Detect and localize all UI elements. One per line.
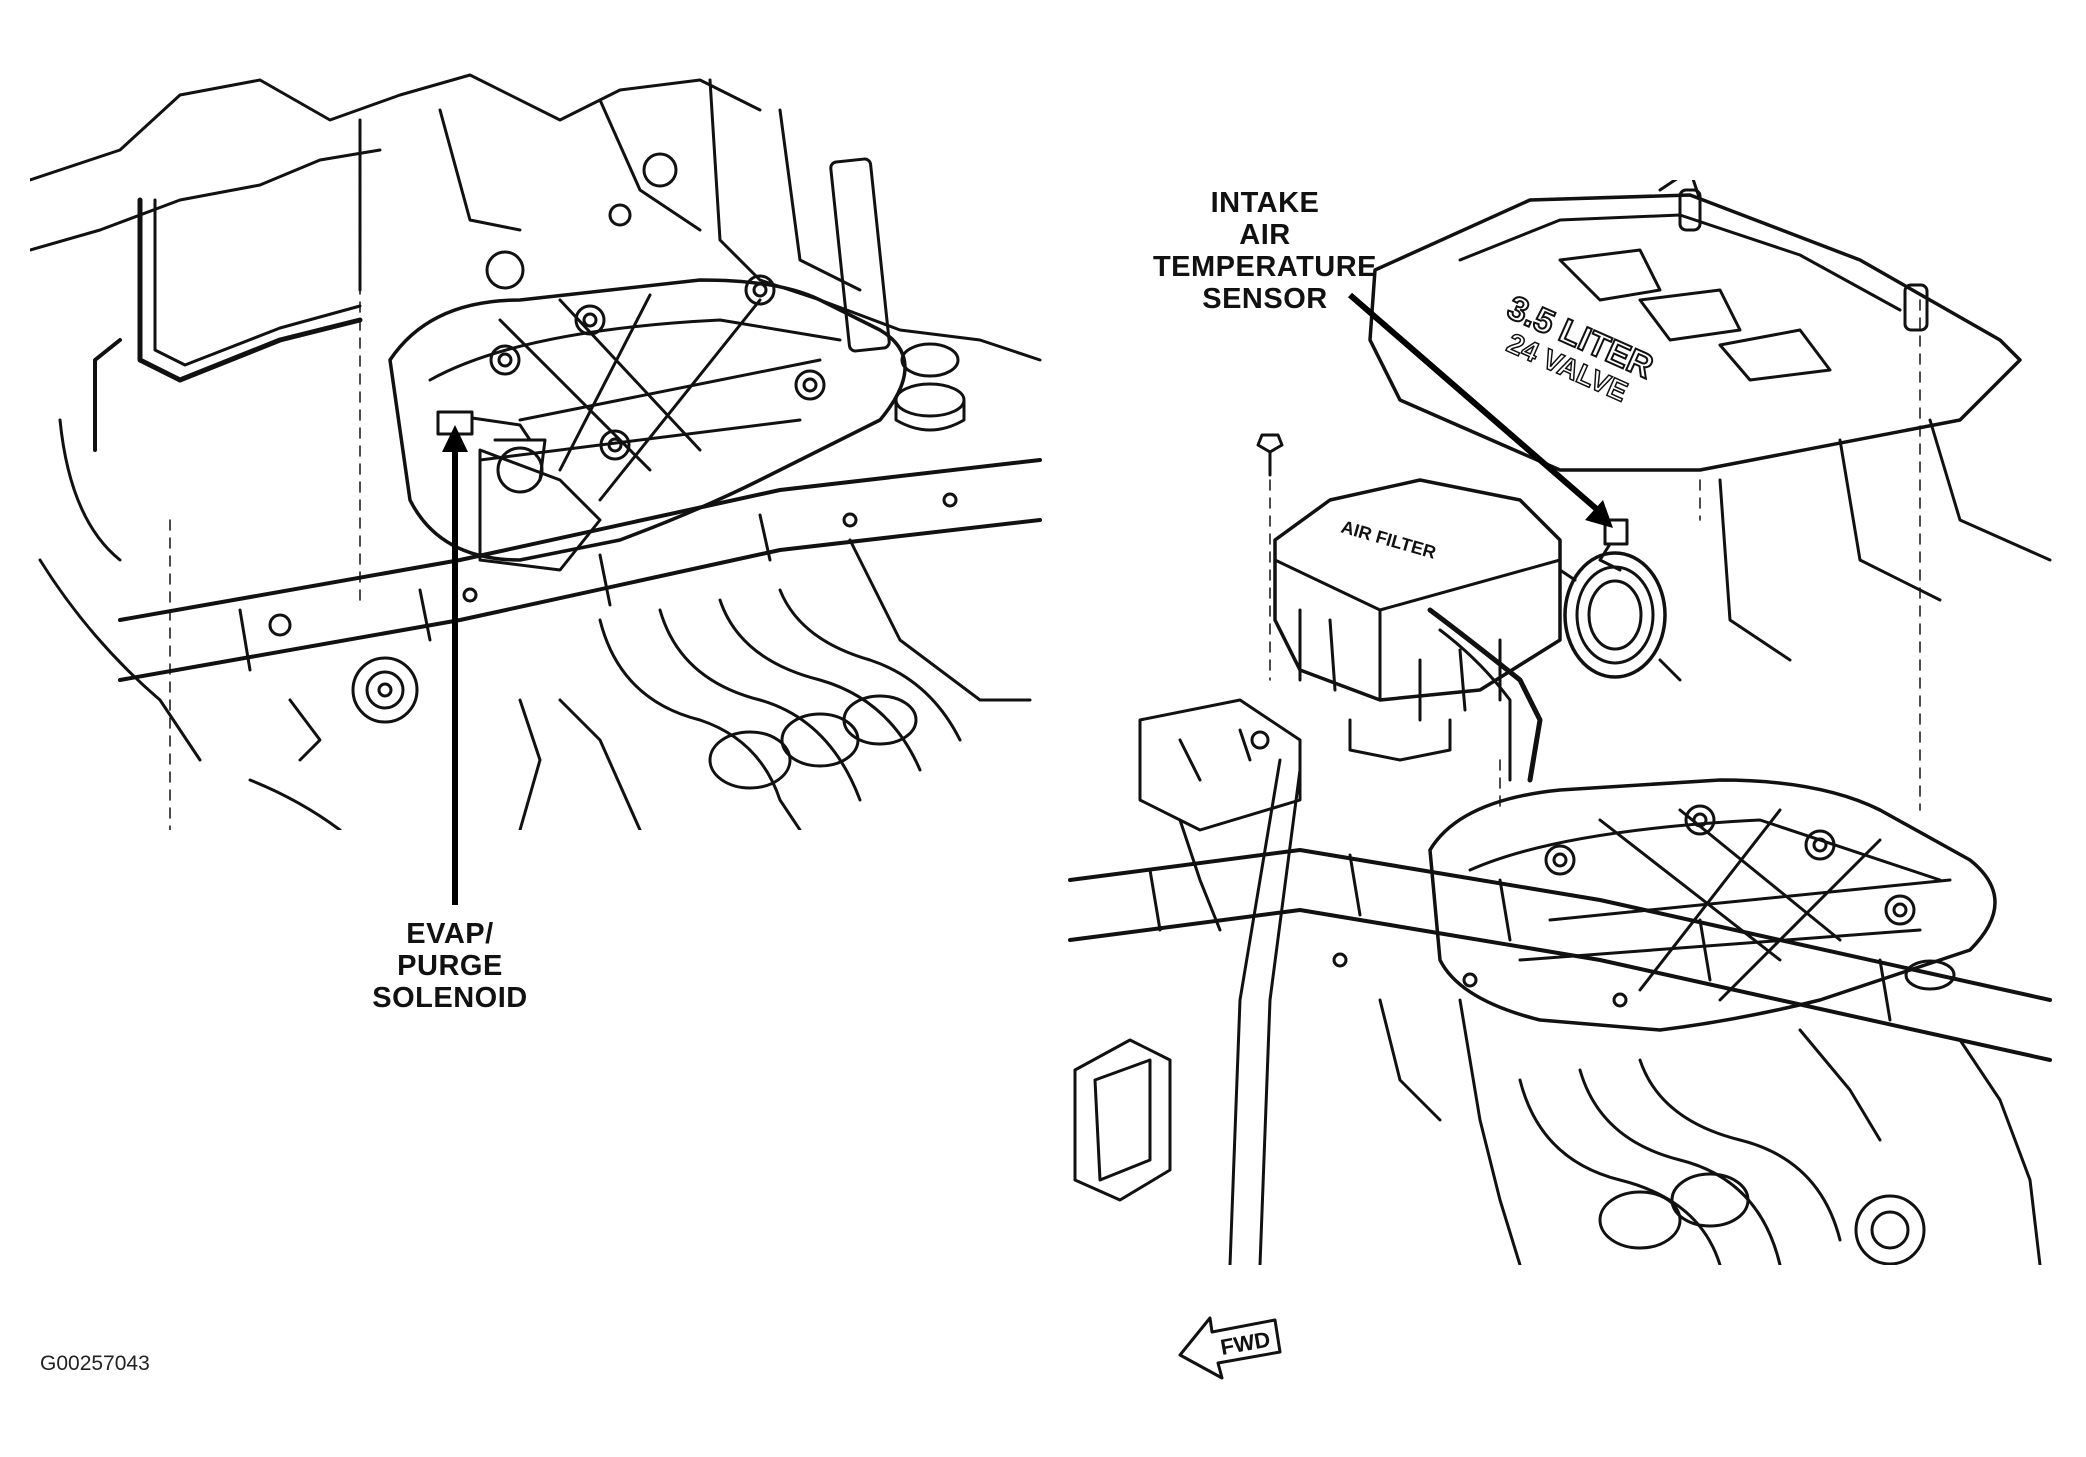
callout-line: SOLENOID	[372, 982, 528, 1014]
right-engine-view	[1068, 180, 2052, 1265]
fwd-direction-indicator: FWD	[1178, 1316, 1282, 1380]
callout-line: TEMPERATURE	[1152, 251, 1378, 283]
intake-air-temperature-sensor-callout: INTAKE AIR TEMPERATURE SENSOR	[1135, 187, 1395, 315]
callout-line: INTAKE	[1210, 187, 1320, 219]
evap-purge-solenoid-callout: EVAP/ PURGE SOLENOID	[330, 918, 570, 1014]
callout-line: AIR	[1239, 219, 1291, 251]
left-engine-view	[30, 73, 1042, 830]
figure-id: G00257043	[40, 1352, 150, 1375]
fwd-arrow-icon	[1178, 1316, 1282, 1380]
callout-line: PURGE	[397, 950, 503, 982]
evap-leader-arrow	[442, 425, 468, 905]
air-filter-text: AIR FILTER	[1339, 517, 1438, 563]
callout-line: EVAP/	[406, 918, 494, 950]
iat-leader-arrow	[1348, 292, 1613, 528]
callout-line: SENSOR	[1202, 283, 1328, 315]
